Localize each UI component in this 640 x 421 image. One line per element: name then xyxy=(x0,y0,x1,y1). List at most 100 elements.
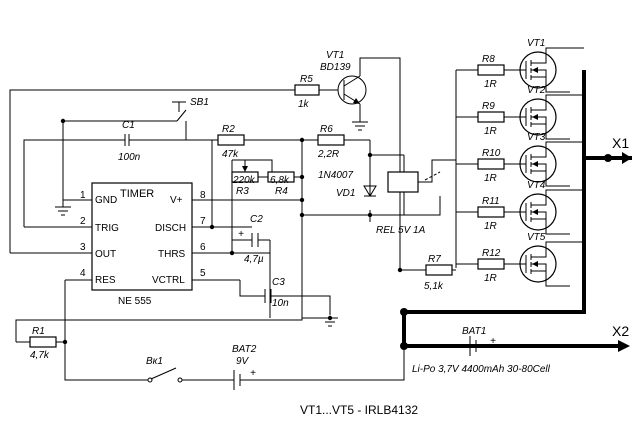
sb1-name: SB1 xyxy=(190,97,209,108)
pin-num-7: 7 xyxy=(200,216,206,227)
r4-value: 6,8k xyxy=(270,175,290,186)
mosfet-arrow xyxy=(532,161,538,167)
ground-symbol-vt1 xyxy=(352,104,368,131)
r4-name: R4 xyxy=(275,186,288,197)
ground-symbol-ic xyxy=(55,121,71,216)
sb1-wires xyxy=(63,109,187,140)
resistor-r7: R7 5,1k xyxy=(424,254,453,292)
resistor-value: 1R xyxy=(484,79,497,90)
r3-name: R3 xyxy=(236,186,249,197)
r6-name: R6 xyxy=(320,124,333,135)
c3-name: C3 xyxy=(272,277,285,288)
diode-vd1: 1N4007 VD1 xyxy=(318,170,377,199)
mosfet-stage-5: R12 1R VT5 xyxy=(456,232,584,287)
relay-contact-wire-a xyxy=(418,159,456,183)
diode-name: VD1 xyxy=(336,188,355,199)
mosfet-name: VT2 xyxy=(527,85,546,96)
c2-plus: + xyxy=(238,229,244,240)
switch-vk1: Вк1 xyxy=(146,356,183,383)
bat2-plus: + xyxy=(250,368,256,379)
r5-value: 1k xyxy=(298,99,310,110)
diode-part: 1N4007 xyxy=(318,170,353,181)
pin-num-8: 8 xyxy=(200,190,206,201)
vt1-collector-wire xyxy=(359,57,401,270)
timer-ic-title: TIMER xyxy=(120,188,154,200)
resistor-r8 xyxy=(477,64,505,76)
resistor-r6: R6 2,2R xyxy=(317,124,345,160)
resistor-value: 1R xyxy=(484,221,497,232)
capacitor-c3: C3 10n xyxy=(264,277,289,309)
mosfet-name: VT4 xyxy=(527,180,546,191)
resistor-value: 1R xyxy=(484,273,497,284)
resistor-name: R8 xyxy=(482,54,495,65)
vt1-name: VT1 xyxy=(326,50,344,61)
r3-wires xyxy=(231,160,268,253)
mosfet-arrow xyxy=(532,209,538,215)
c2-value: 4,7µ xyxy=(244,254,264,265)
r1-top-wire xyxy=(15,318,303,342)
c3-wires xyxy=(239,280,331,315)
output-bus xyxy=(402,70,608,348)
footer-note: VT1...VT5 - IRLB4132 xyxy=(300,403,418,417)
resistor-r1: R1 4,7k xyxy=(29,326,57,361)
bat2-wires xyxy=(182,346,405,381)
resistor-value: 1R xyxy=(484,126,497,137)
c1-name: C1 xyxy=(122,120,135,131)
pin-label-vctrl: VCTRL xyxy=(152,275,185,286)
potentiometer-r3: 220k R3 xyxy=(231,160,259,197)
mosfet-name: VT3 xyxy=(527,132,546,143)
resistor-r11 xyxy=(477,206,505,218)
x2-arrow xyxy=(618,340,630,352)
resistor-value: 1R xyxy=(484,173,497,184)
resistor-r10 xyxy=(477,158,505,170)
resistor-name: R12 xyxy=(482,248,501,259)
pin-num-2: 2 xyxy=(80,216,86,227)
pin-num-4: 4 xyxy=(80,268,86,279)
switch-name: Вк1 xyxy=(146,356,163,367)
pin-num-6: 6 xyxy=(200,242,206,253)
r2-name: R2 xyxy=(222,124,235,135)
r1-name: R1 xyxy=(32,326,45,337)
r2-value: 47k xyxy=(222,149,239,160)
pin-label-vplus: V+ xyxy=(170,195,183,206)
mosfet-name: VT5 xyxy=(527,232,546,243)
mosfet-arrow xyxy=(532,261,538,267)
mosfet-leads xyxy=(545,189,584,235)
r5-name: R5 xyxy=(300,74,313,85)
mosfet-stage-2: R9 1R VT2 xyxy=(456,85,584,140)
bat2-name: BAT2 xyxy=(232,344,257,355)
c1-value: 100n xyxy=(118,152,141,163)
out-wire xyxy=(9,89,295,253)
mosfet-stage-4: R11 1R VT4 xyxy=(456,180,584,235)
resistor-r4: 6,8k R4 xyxy=(267,171,295,197)
battery-bat1: BAT1 + Li-Po 3,7V 4400mAh 30-80Cell xyxy=(412,326,551,375)
r7-value: 5,1k xyxy=(424,281,444,292)
x2-label: X2 xyxy=(612,323,629,339)
resistor-name: R11 xyxy=(482,196,500,207)
r7-name: R7 xyxy=(428,254,441,265)
relay-label: REL 5V 1A xyxy=(376,225,426,236)
pin-label-trig: TRIG xyxy=(95,223,119,234)
pin-label-res: RES xyxy=(95,275,116,286)
bat1-plus: + xyxy=(490,336,496,347)
timer-ic: TIMER GND TRIG OUT RES V+ DISCH THRS VCT… xyxy=(80,182,206,307)
relay-rel: REL 5V 1A xyxy=(370,155,441,236)
bat1-name: BAT1 xyxy=(462,326,486,337)
c3-value: 10n xyxy=(272,298,289,309)
mosfet-arrow xyxy=(532,67,538,73)
bat2-value: 9V xyxy=(236,356,250,367)
resistor-r2: R2 47k xyxy=(217,124,245,160)
pin-label-thrs: THRS xyxy=(158,249,186,260)
r1-value: 4,7k xyxy=(30,350,50,361)
bat1-desc: Li-Po 3,7V 4400mAh 30-80Cell xyxy=(412,364,551,375)
r6-value: 2,2R xyxy=(317,149,339,160)
r3-value: 220k xyxy=(232,175,256,186)
mosfet-leads xyxy=(545,141,584,187)
resistor-r5: R5 1k xyxy=(294,74,320,110)
battery-bat2: BAT2 9V + xyxy=(232,344,257,390)
resistor-name: R9 xyxy=(482,101,495,112)
